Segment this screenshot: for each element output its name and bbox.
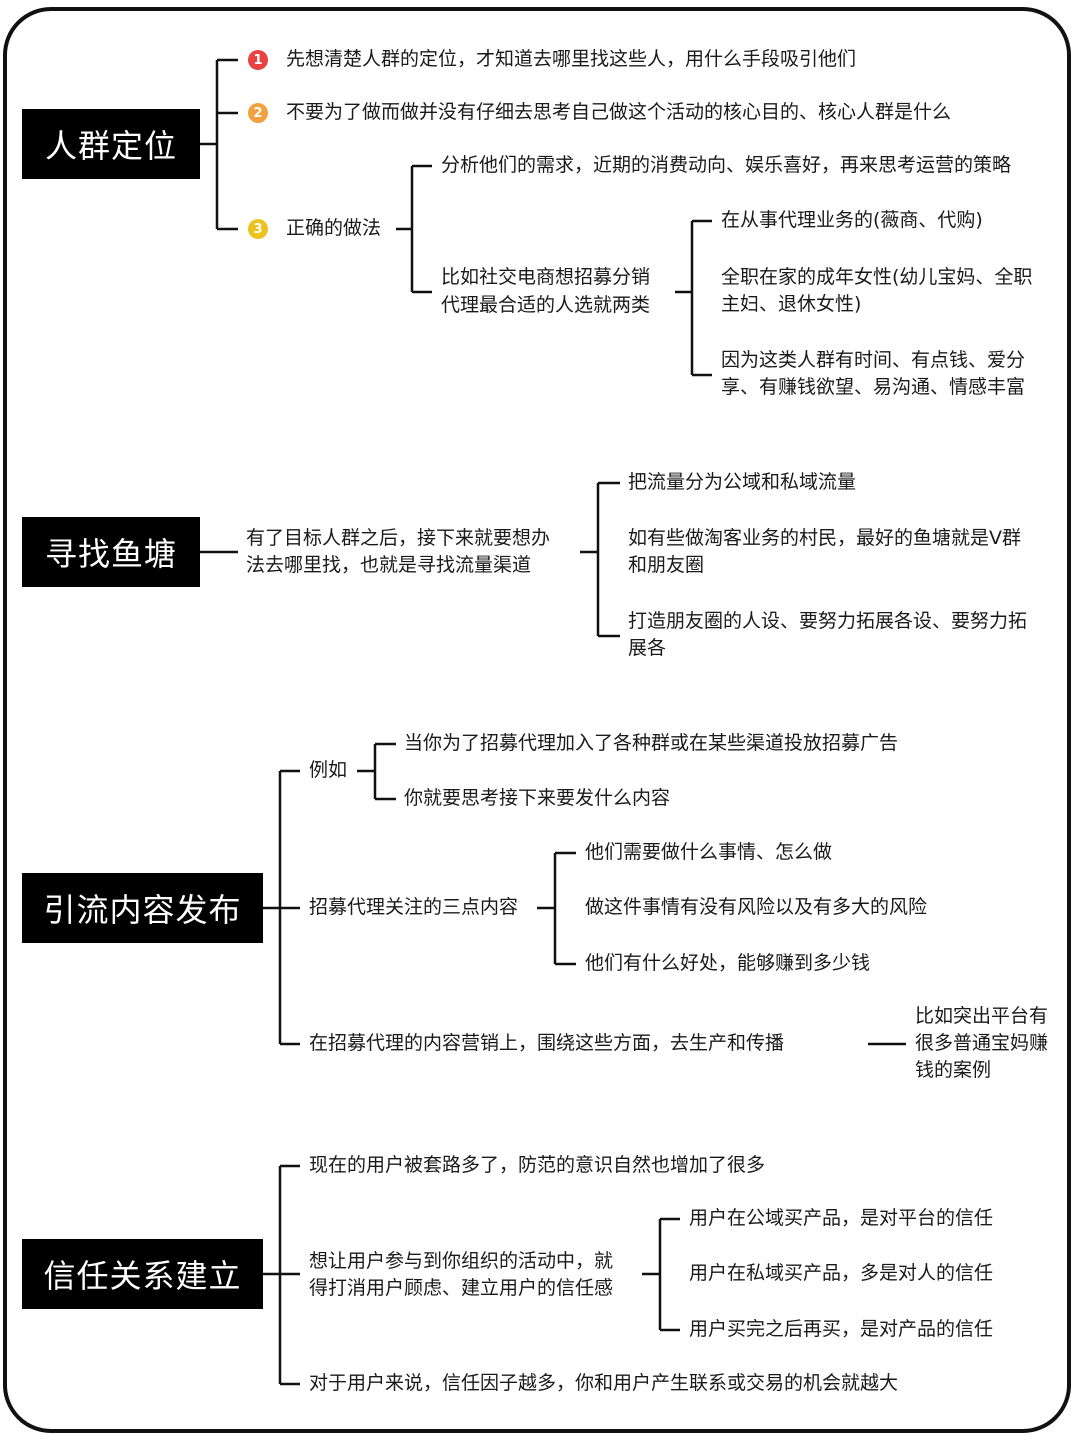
trust-item-1: 用户在公域买产品，是对平台的信任	[689, 1207, 994, 1229]
example-item-2: 你就要思考接下来要发什么内容	[404, 787, 671, 809]
trust-item-2: 用户在私域买产品，多是对人的信任	[689, 1262, 994, 1284]
trust-point-2-line-2: 得打消用户顾虑、建立用户的信任感	[309, 1277, 614, 1299]
root-node-audience-positioning: 人群定位	[22, 109, 200, 179]
root-node-content-publishing: 引流内容发布	[22, 873, 263, 943]
trust-point-3: 对于用户来说，信任因子越多，你和用户产生联系或交易的机会就越大	[309, 1372, 899, 1394]
focus-item-2: 做这件事情有没有风险以及有多大的风险	[585, 896, 928, 918]
trust-point-2-line-1: 想让用户参与到你组织的活动中，就	[309, 1250, 614, 1272]
focus-item-3: 他们有什么好处，能够赚到多少钱	[585, 952, 871, 974]
candidate-type-1: 在从事代理业务的(薇商、代购)	[721, 209, 983, 231]
example-item-1: 当你为了招募代理加入了各种群或在某些渠道投放招募广告	[404, 732, 899, 754]
example-text-line-1: 比如社交电商想招募分销	[441, 266, 651, 288]
audience-point-1: 先想清楚人群的定位，才知道去哪里找这些人，用什么手段吸引他们	[286, 48, 857, 70]
candidate-reason-line-2: 享、有赚钱欲望、易沟通、情感丰富	[721, 376, 1026, 398]
number-badge-2-icon: 2	[248, 103, 268, 123]
number-badge-3-icon: 3	[248, 219, 268, 239]
trust-point-1: 现在的用户被套路多了，防范的意识自然也增加了很多	[309, 1154, 766, 1176]
correct-method-label: 正确的做法	[286, 217, 382, 239]
marketing-label: 在招募代理的内容营销上，围绕这些方面，去生产和传播	[309, 1032, 785, 1054]
fishpond-intro-line-2: 法去哪里找，也就是寻找流量渠道	[246, 554, 532, 576]
number-badge-1-icon: 1	[248, 50, 268, 70]
trust-item-3: 用户买完之后再买，是对产品的信任	[689, 1318, 994, 1340]
candidate-type-2-line-1: 全职在家的成年女性(幼儿宝妈、全职	[721, 266, 1033, 288]
audience-point-2: 不要为了做而做并没有仔细去思考自己做这个活动的核心目的、核心人群是什么	[286, 101, 952, 123]
marketing-example-line-1: 比如突出平台有	[915, 1005, 1049, 1027]
rounded-frame	[3, 7, 1071, 1433]
example-label: 例如	[309, 759, 348, 781]
root-node-find-fishpond: 寻找鱼塘	[22, 517, 200, 587]
fishpond-point-1: 把流量分为公域和私域流量	[628, 471, 857, 493]
fishpond-point-2-line-1: 如有些做淘客业务的村民，最好的鱼塘就是V群	[628, 527, 1021, 549]
focus-label: 招募代理关注的三点内容	[309, 896, 519, 918]
fishpond-point-3-line-2: 展各	[628, 637, 667, 659]
fishpond-point-3-line-1: 打造朋友圈的人设、要努力拓展各设、要努力拓	[628, 610, 1028, 632]
focus-item-1: 他们需要做什么事情、怎么做	[585, 841, 833, 863]
marketing-example-line-2: 很多普通宝妈赚	[915, 1032, 1049, 1054]
needs-analysis-text: 分析他们的需求，近期的消费动向、娱乐喜好，再来思考运营的策略	[441, 154, 1012, 176]
fishpond-intro-line-1: 有了目标人群之后，接下来就要想办	[246, 527, 551, 549]
example-text-line-2: 代理最合适的人选就两类	[441, 294, 651, 316]
fishpond-point-2-line-2: 和朋友圈	[628, 554, 705, 576]
root-node-trust-building: 信任关系建立	[22, 1239, 263, 1309]
marketing-example-line-3: 钱的案例	[915, 1059, 992, 1081]
candidate-type-2-line-2: 主妇、退休女性)	[721, 293, 862, 315]
candidate-reason-line-1: 因为这类人群有时间、有点钱、爱分	[721, 349, 1026, 371]
